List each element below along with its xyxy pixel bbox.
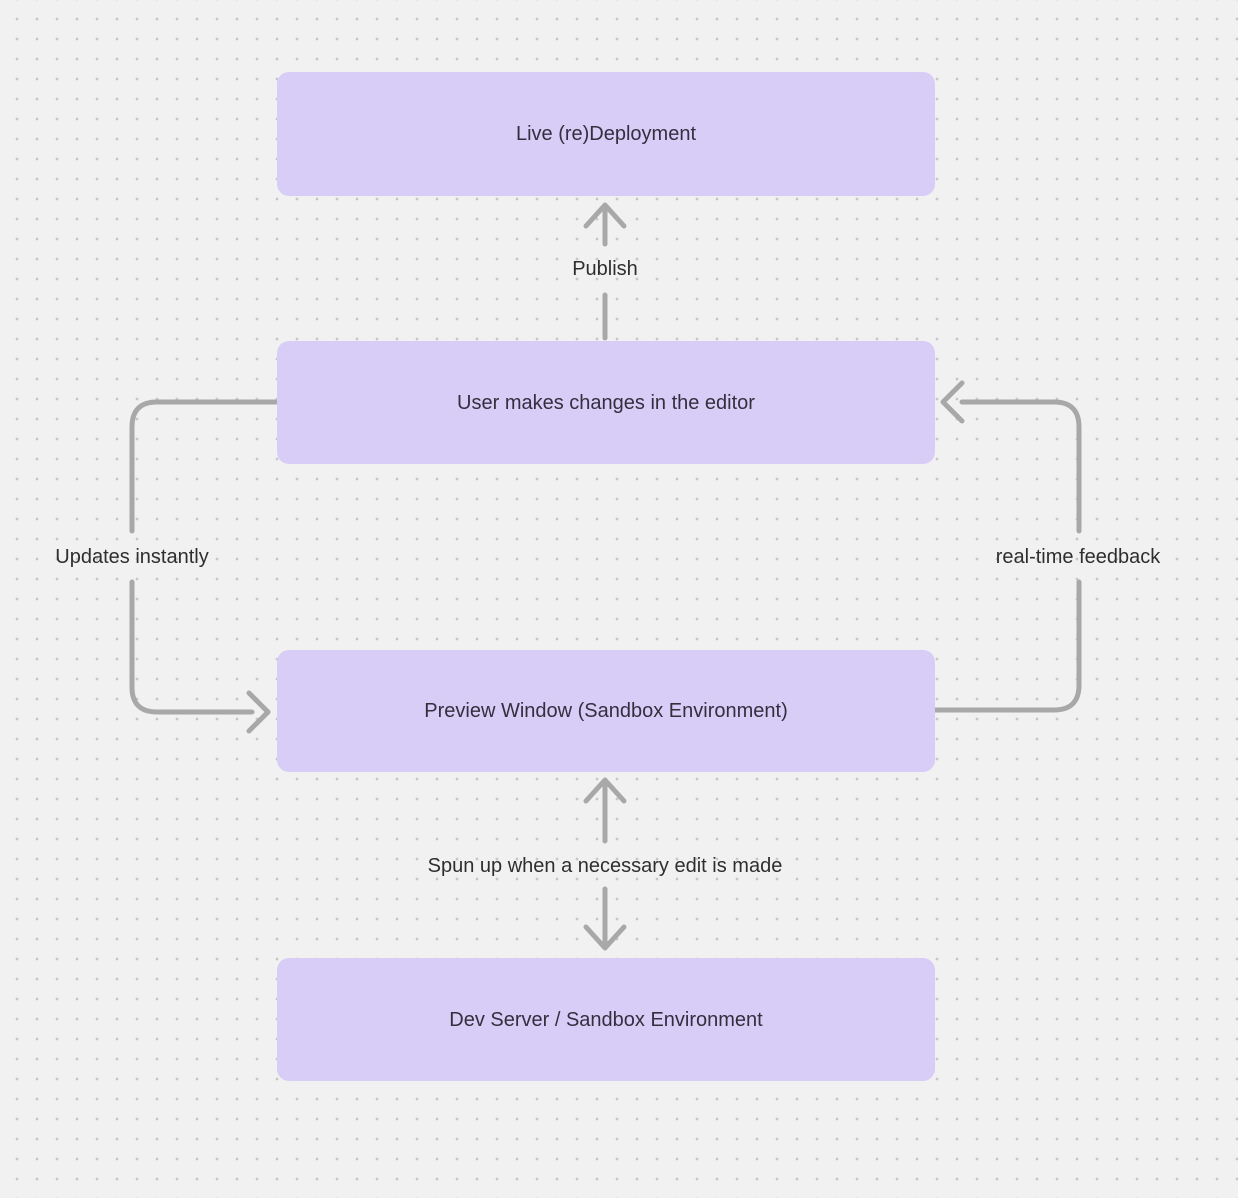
edge-line	[959, 399, 1082, 534]
node-user-editor[interactable]: User makes changes in the editor	[277, 341, 935, 464]
edge-line	[129, 399, 280, 534]
edge-label-updates-instantly: Updates instantly	[55, 546, 209, 568]
edge-label-real-time-feedback: real-time feedback	[995, 546, 1161, 568]
arrowhead-left-icon	[940, 380, 965, 424]
node-preview-window[interactable]: Preview Window (Sandbox Environment)	[277, 650, 935, 772]
arrowhead-down-icon	[583, 886, 627, 951]
edge-publish-arrow	[583, 202, 627, 341]
edge-label-spun-up: Spun up when a necessary edit is made	[427, 855, 783, 877]
node-live-redeployment[interactable]: Live (re)Deployment	[277, 72, 935, 196]
node-label: Dev Server / Sandbox Environment	[449, 1008, 763, 1031]
edge-updates-instantly-arrow	[129, 399, 280, 734]
node-label: Live (re)Deployment	[515, 123, 697, 145]
edge-label-publish: Publish	[572, 258, 638, 280]
edge-real-time-feedback-arrow	[932, 380, 1082, 713]
node-label: Preview Window (Sandbox Environment)	[424, 700, 788, 722]
edge-spun-up-arrow	[583, 777, 627, 951]
arrowhead-right-icon	[246, 690, 271, 734]
node-dev-server[interactable]: Dev Server / Sandbox Environment	[277, 958, 935, 1081]
node-label: User makes changes in the editor	[457, 391, 755, 414]
edge-line	[932, 579, 1082, 713]
edge-line	[129, 579, 255, 715]
